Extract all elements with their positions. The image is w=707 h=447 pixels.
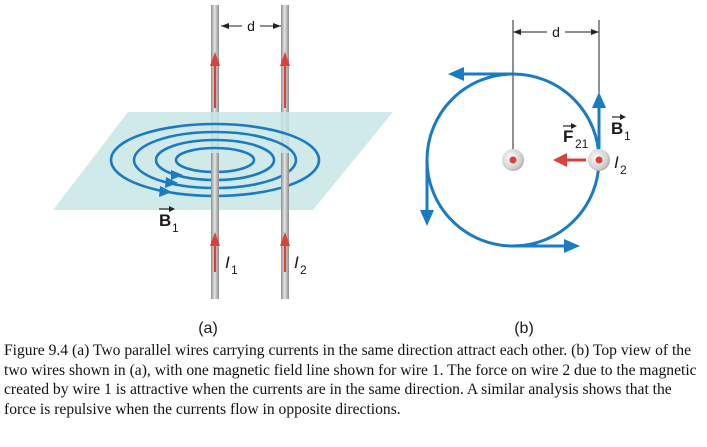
- field-arrowhead-3: [171, 170, 183, 180]
- field-label-b: B 1: [611, 114, 631, 143]
- field-arrowhead-top: [448, 67, 464, 81]
- current-1-label: I: [225, 253, 230, 272]
- wire-1-top-view: [502, 149, 524, 171]
- field-arrowhead-bottom: [564, 239, 580, 253]
- wire-2-top-view: [588, 149, 610, 171]
- force-label: F 21: [563, 123, 589, 151]
- current-2-subscript-b: 2: [620, 163, 627, 177]
- current-2-label-b: I: [614, 153, 619, 172]
- panel-a-label: (a): [198, 320, 218, 337]
- field-arrowheads-a: [159, 170, 183, 197]
- current-2-subscript-a: 2: [300, 263, 307, 277]
- field-arrowhead-right: [592, 92, 606, 108]
- field-arrowhead-1: [159, 186, 172, 197]
- current-arrow-upper-2: [280, 52, 290, 108]
- separation-label-b: d: [552, 24, 560, 40]
- separation-marker-a: d: [221, 18, 281, 34]
- field-arrowhead-2: [165, 177, 178, 188]
- force-symbol: F: [563, 127, 573, 146]
- wire-2-lower: [281, 153, 289, 299]
- field-arrowhead-left: [420, 210, 434, 226]
- force-arrow: [553, 153, 586, 167]
- field-subscript-b: 1: [624, 129, 631, 143]
- field-subscript-a: 1: [172, 221, 179, 235]
- field-label-a: B 1: [159, 206, 179, 235]
- current-1-subscript: 1: [231, 263, 238, 277]
- panel-b: d: [420, 20, 631, 337]
- force-subscript: 21: [575, 137, 589, 151]
- separation-marker-b: d: [513, 24, 599, 40]
- panel-b-label: (b): [514, 320, 534, 337]
- field-symbol-b: B: [611, 119, 623, 138]
- current-arrow-upper-1: [210, 52, 220, 108]
- wire-1-lower: [211, 153, 219, 299]
- current-arrow-lower-2: [280, 232, 290, 272]
- caption-text: Figure 9.4 (a) Two parallel wires carryi…: [4, 342, 697, 418]
- current-arrow-lower-1: [210, 232, 220, 272]
- current-2-label-a: I: [294, 253, 299, 272]
- field-symbol-a: B: [159, 211, 171, 230]
- separation-label-a: d: [247, 18, 255, 34]
- figure-caption: Figure 9.4 (a) Two parallel wires carryi…: [4, 341, 704, 419]
- panel-a: d: [53, 5, 393, 337]
